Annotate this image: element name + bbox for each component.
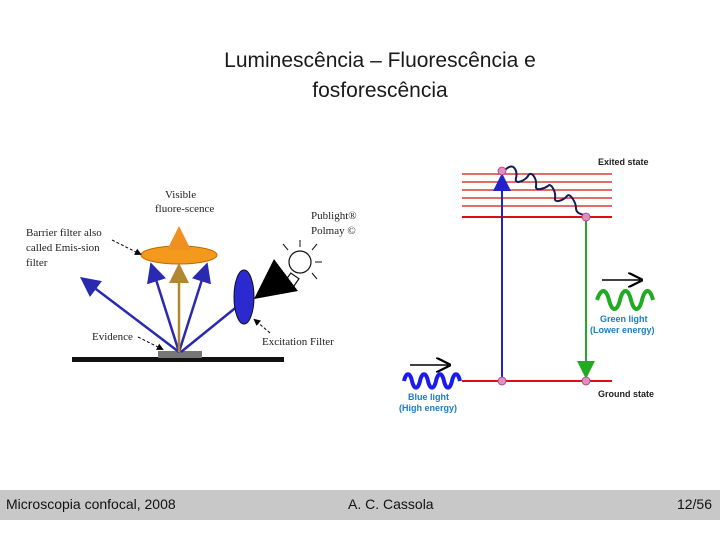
emission-ray-mid-left <box>147 262 181 353</box>
vibrational-relaxation-wave <box>503 165 587 217</box>
lamp-light-arrow <box>254 259 298 299</box>
excitation-ray <box>180 304 240 353</box>
specimen-slide <box>158 351 202 358</box>
green-light-label-line-2: (Lower energy) <box>590 325 655 335</box>
excited-top-dot <box>497 166 507 176</box>
excited-state-label: Exited state <box>598 157 649 167</box>
green-light-label-line-1: Green light <box>600 314 648 324</box>
excitation-pointer <box>253 318 271 334</box>
excited-state-levels <box>462 173 612 218</box>
slide-title-line-2: fosforescência <box>312 79 448 102</box>
slide-footer: Microscopia confocal, 2008 A. C. Cassola… <box>0 490 720 520</box>
energy-level-diagram: Exited state Ground state Green light (L… <box>399 157 655 413</box>
blue-light-label-line-2: (High energy) <box>399 403 457 413</box>
barrier-label-line-1: Barrier filter also <box>26 227 102 239</box>
emission-ray-mid-right <box>177 262 211 353</box>
light-bulb-icon <box>282 240 322 289</box>
footer-course: Microscopia confocal, 2008 <box>6 496 176 512</box>
footer-page-number: 12/56 <box>676 496 712 512</box>
visible-label-line-1: Visible <box>165 189 196 201</box>
green-light-wave-icon <box>595 289 655 311</box>
evidence-label: Evidence <box>92 331 133 343</box>
footer-author: A. C. Cassola <box>348 496 434 512</box>
emission-ray-left <box>80 276 180 353</box>
visible-label-line-2: fluore-scence <box>155 203 214 215</box>
lamp-label-line-2: Polmay © <box>311 225 356 237</box>
barrier-filter-lens <box>140 245 218 265</box>
luminescence-diagrams: Visible fluore-scence Barrier filter als… <box>26 157 655 413</box>
lamp-label-line-1: Publight® <box>311 210 357 222</box>
excitation-filter-label: Excitation Filter <box>262 336 334 348</box>
evidence-pointer <box>137 336 164 350</box>
fluorescence-microscope-diagram: Visible fluore-scence Barrier filter als… <box>26 189 357 362</box>
ground-state-label: Ground state <box>598 389 654 399</box>
stage-base <box>72 357 284 362</box>
excitation-filter-lens <box>233 269 255 325</box>
blue-light-wave-icon <box>402 372 462 390</box>
slide-title: Luminescência – Fluorescência e fosfores… <box>0 46 720 106</box>
barrier-label-line-3: filter <box>26 257 48 269</box>
barrier-label-line-2: called Emis-sion <box>26 242 100 254</box>
barrier-pointer <box>111 239 142 255</box>
ground-left-dot <box>497 376 507 386</box>
slide-title-line-1: Luminescência – Fluorescência e <box>224 49 536 72</box>
excited-bottom-dot <box>581 212 591 222</box>
ground-right-dot <box>581 376 591 386</box>
blue-light-label-line-1: Blue light <box>408 392 449 402</box>
